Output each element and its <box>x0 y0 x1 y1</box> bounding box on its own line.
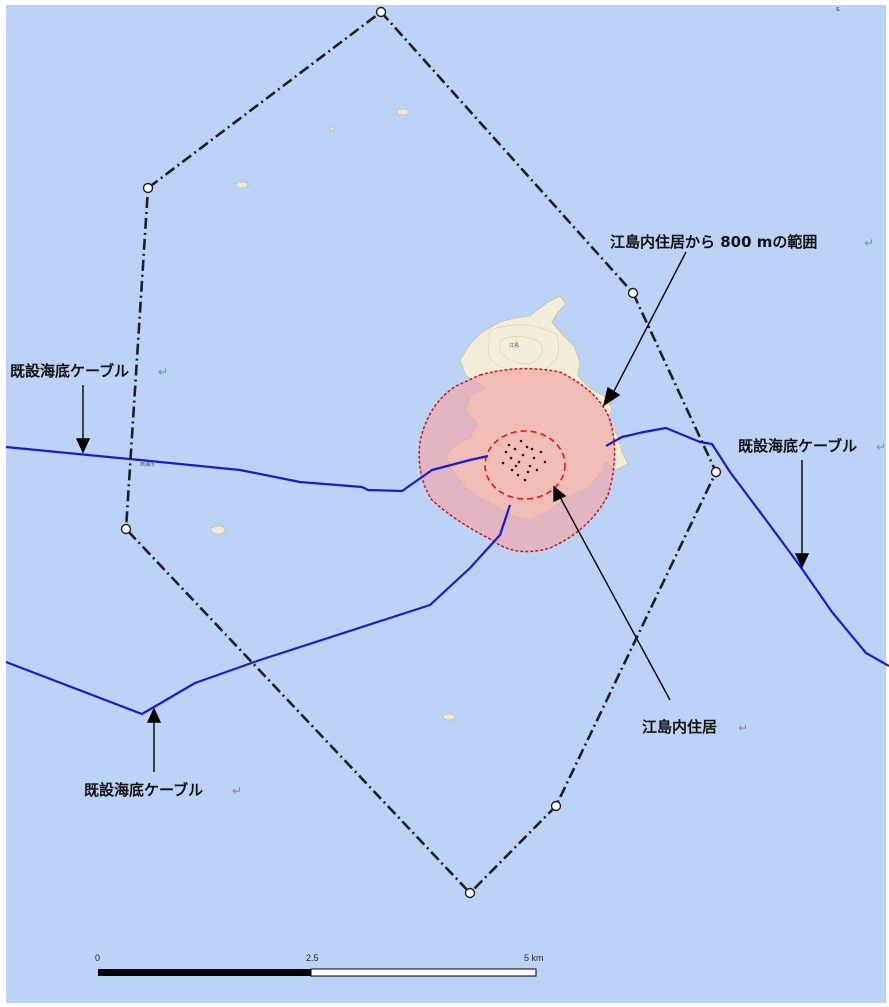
label-cable-bottom: 既設海底ケーブル <box>84 781 203 799</box>
return-mark: ↵ <box>158 365 168 379</box>
residence-dot <box>528 464 532 468</box>
residence-dot <box>509 456 513 460</box>
label-cable-right: 既設海底ケーブル <box>738 437 857 455</box>
return-mark: ↵ <box>232 784 242 798</box>
arrow-residence-head <box>553 485 567 503</box>
boundary-vertex <box>375 6 387 18</box>
islet <box>210 525 226 535</box>
scale-segment-black <box>98 969 311 976</box>
contour-line <box>499 336 543 365</box>
residence-dot <box>535 468 539 472</box>
boundary-vertex <box>464 887 476 899</box>
residence-dot <box>525 445 529 449</box>
return-mark: ↵ <box>876 440 886 454</box>
islet <box>442 713 456 721</box>
residence-dot <box>501 461 505 465</box>
boundary-vertex <box>627 287 639 299</box>
island-name-label: 江島 <box>509 342 519 349</box>
residence-dot <box>539 450 543 454</box>
residence-dot <box>514 464 518 468</box>
north-marker: s <box>836 5 840 13</box>
residence-dot <box>517 460 521 464</box>
contour-line <box>487 324 560 373</box>
residence-dot <box>530 447 534 451</box>
cable-line-left <box>5 445 489 493</box>
arrow-cable-bottom-head <box>146 707 162 723</box>
cable-line-right <box>605 426 889 667</box>
residence-dot <box>523 478 527 482</box>
residence-dot <box>504 450 508 454</box>
residence-dot <box>510 468 514 472</box>
arrow-cable-left-head <box>75 438 91 454</box>
scale-segment-white <box>310 968 537 977</box>
residence-dot <box>519 439 523 443</box>
label-residences: 江島内住居 <box>642 718 717 736</box>
islet <box>396 108 410 116</box>
islet <box>329 127 335 131</box>
arrow-cable-right-head <box>794 553 810 569</box>
scale-label-0: 0 <box>95 953 100 963</box>
boundary-vertex <box>710 466 722 478</box>
residence-zone <box>484 430 566 500</box>
scale-label-end: 5 km <box>524 953 544 963</box>
return-mark: ↵ <box>738 721 748 735</box>
arrow-residence <box>559 496 671 701</box>
residence-dot <box>532 456 536 460</box>
callout-arrows <box>75 251 810 772</box>
submarine-cables <box>5 426 889 716</box>
residence-dot <box>516 473 520 477</box>
arrow-range-head <box>602 386 621 407</box>
place-label: 西海市 <box>140 461 155 468</box>
residence-dot <box>521 453 525 457</box>
boundary-vertices <box>120 6 722 899</box>
islets <box>210 108 456 721</box>
return-mark: ↵ <box>864 236 874 250</box>
residence-dots <box>501 439 547 482</box>
residence-dot <box>526 470 530 474</box>
islet <box>235 181 249 189</box>
boundary-vertex <box>120 523 132 535</box>
scale-bar: 0 2.5 5 km <box>95 953 544 977</box>
residence-dot <box>513 447 517 451</box>
boundary-vertex <box>142 182 154 194</box>
residence-dot <box>507 443 511 447</box>
boundary-vertex <box>550 800 562 812</box>
residence-dot <box>543 460 547 464</box>
label-range-800m: 江島内住居から 800 mの範囲 <box>610 233 817 251</box>
label-cable-left: 既設海底ケーブル <box>10 362 129 380</box>
cable-line-bottom <box>5 504 512 716</box>
survey-boundary <box>124 10 718 895</box>
scale-label-mid: 2.5 <box>306 953 319 963</box>
arrow-range <box>611 251 687 396</box>
zone-800m <box>418 367 616 553</box>
